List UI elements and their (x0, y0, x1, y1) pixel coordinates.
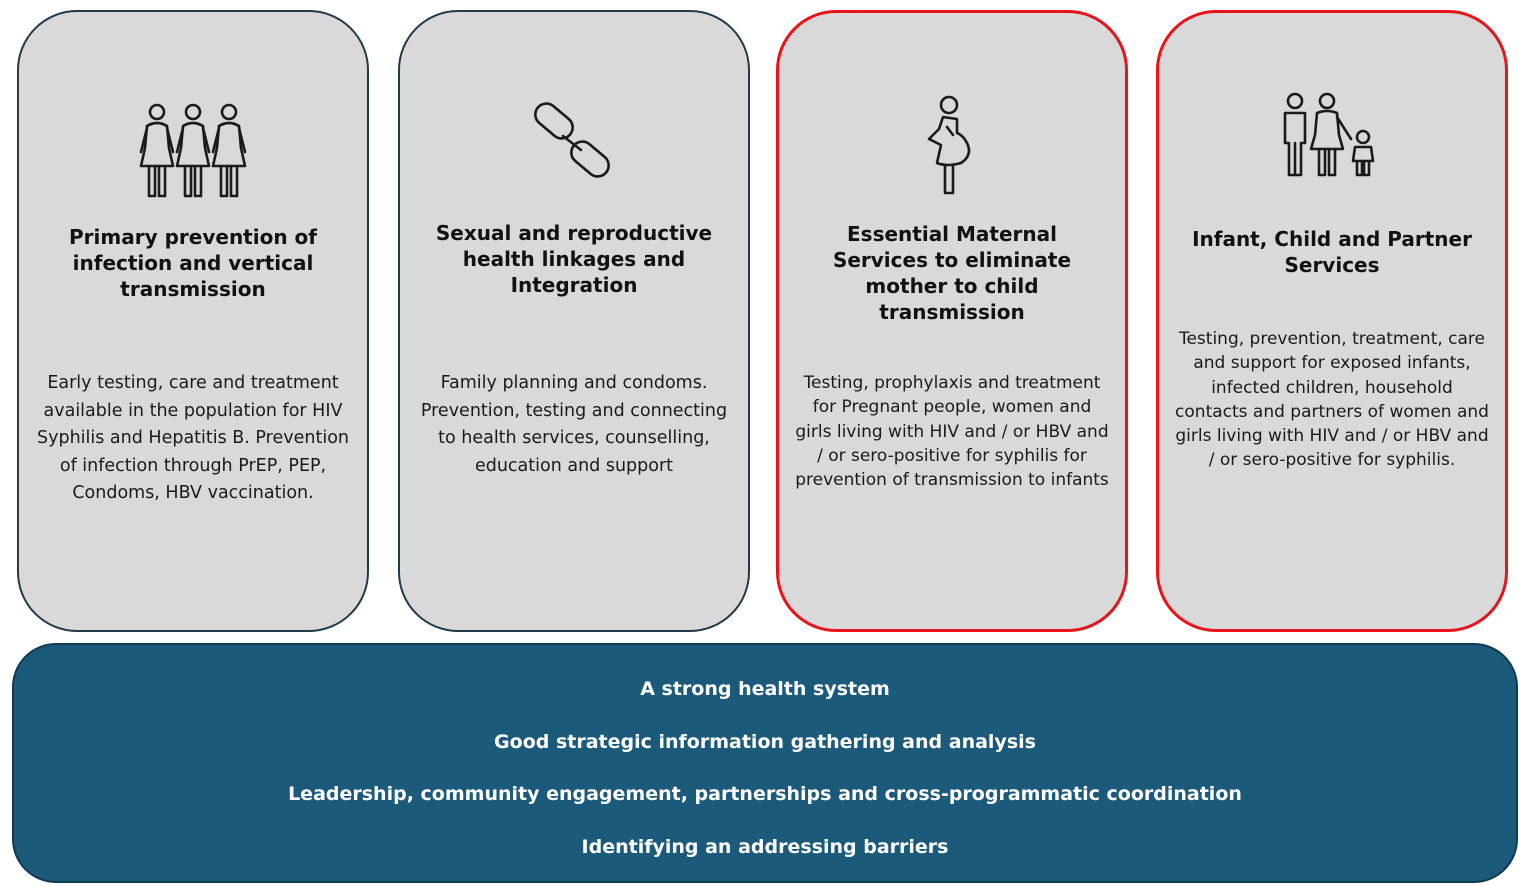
foundation-band: A strong health system Good strategic in… (12, 643, 1518, 883)
pillar-title: Essential Maternal Services to eliminate… (832, 222, 1072, 324)
family-icon (1159, 91, 1505, 177)
pillar-maternal-services: Essential Maternal Services to eliminate… (776, 10, 1128, 632)
foundation-line: Good strategic information gathering and… (494, 731, 1036, 753)
pillar-description: Testing, prophylaxis and treatment for P… (795, 373, 1109, 491)
pillar-description: Early testing, care and treatment availa… (37, 373, 349, 503)
foundation-line: Identifying an addressing barriers (581, 836, 949, 858)
pillar-srh-linkages: Sexual and reproductive health linkages … (398, 10, 750, 632)
women-group-icon (19, 100, 367, 200)
pillar-primary-prevention: Primary prevention of infection and vert… (17, 10, 369, 632)
foundation-line: Leadership, community engagement, partne… (288, 783, 1242, 805)
pillar-title: Primary prevention of infection and vert… (69, 225, 317, 301)
pillar-description: Family planning and condoms. Prevention,… (420, 373, 728, 476)
pillar-description: Testing, prevention, treatment, care and… (1175, 329, 1489, 471)
pillar-title: Infant, Child and Partner Services (1192, 227, 1472, 277)
pillar-title: Sexual and reproductive health linkages … (435, 221, 713, 297)
foundation-line: A strong health system (640, 678, 890, 700)
link-chain-icon (400, 102, 748, 182)
pregnant-woman-icon (779, 93, 1125, 195)
pillar-infant-child-partner: Infant, Child and Partner Services Testi… (1156, 10, 1508, 632)
